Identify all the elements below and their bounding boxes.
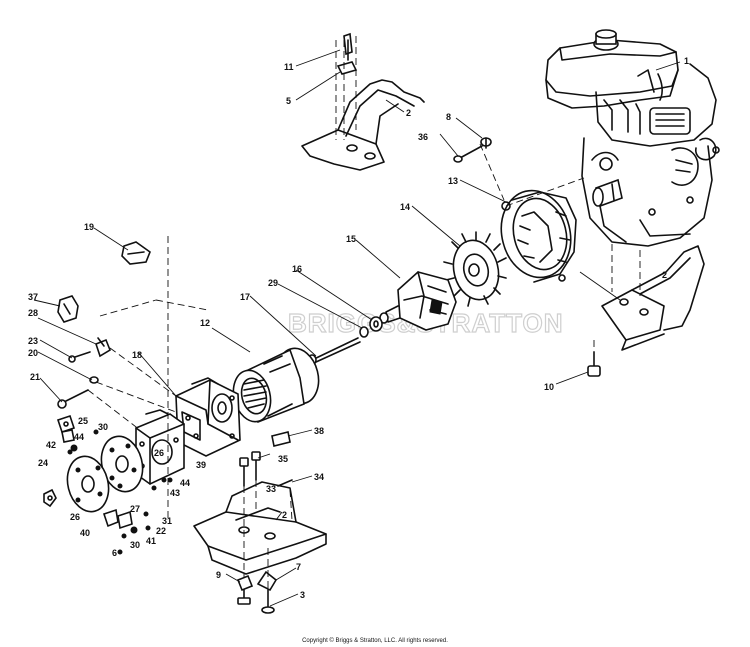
callout-35: 35 [278, 454, 288, 464]
callout-16: 16 [292, 264, 302, 274]
callout-43: 43 [170, 488, 180, 498]
callout-44-upper: 44 [74, 432, 84, 442]
callout-22: 22 [156, 526, 166, 536]
washer-part-16 [369, 316, 383, 332]
assembly-lines [87, 36, 641, 590]
callout-27: 27 [130, 504, 140, 514]
callout-5: 5 [286, 96, 291, 106]
cover-plate-part-24 [66, 455, 110, 513]
fan-part-14 [443, 231, 507, 307]
small-hardware-left [43, 295, 173, 555]
callout-29: 29 [268, 278, 278, 288]
engine-part-1 [545, 29, 720, 247]
callout-38: 38 [314, 426, 324, 436]
studs-parts-33-35-34 [239, 451, 293, 487]
callout-18: 18 [132, 350, 142, 360]
end-plate-part-26 [135, 409, 185, 485]
callout-20: 20 [28, 348, 38, 358]
callout-33: 33 [266, 484, 276, 494]
callout-2-right: 2 [662, 270, 667, 280]
screws-part-8-36 [453, 137, 492, 163]
callout-24: 24 [38, 458, 48, 468]
copyright-notice: Copyright © Briggs & Stratton, LLC. All … [302, 638, 448, 644]
washer-part-29 [359, 326, 369, 338]
callout-1: 1 [684, 56, 689, 66]
motor-part-15 [379, 271, 457, 331]
bottom-fasteners-9-7-3 [236, 570, 278, 614]
callout-3: 3 [300, 590, 305, 600]
clip-part-19 [121, 241, 151, 265]
callout-31: 31 [162, 516, 172, 526]
lower-bracket-bottom-part-2 [193, 481, 327, 575]
callout-11: 11 [284, 62, 294, 72]
callout-14: 14 [400, 202, 410, 212]
callout-6: 6 [112, 548, 117, 558]
callout-19: 19 [84, 222, 94, 232]
callout-26-clip: 26 [70, 512, 80, 522]
callout-34: 34 [314, 472, 324, 482]
callout-30-lower: 30 [130, 540, 140, 550]
callout-41: 41 [146, 536, 156, 546]
callout-36: 36 [418, 132, 428, 142]
callout-17: 17 [240, 292, 250, 302]
callout-44-lower: 44 [180, 478, 190, 488]
callout-42: 42 [46, 440, 56, 450]
bolt-part-17 [307, 337, 361, 366]
brush-plate-part-27 [100, 435, 144, 493]
stator-part-12 [232, 347, 320, 424]
callout-labels: 1 2 2 2 3 5 6 7 8 9 10 11 12 13 14 15 16… [28, 56, 689, 600]
callout-2-lower: 2 [282, 510, 287, 520]
fastener-parts-11-5 [336, 32, 358, 75]
upper-bracket-part-2 [301, 79, 425, 171]
lower-bracket-part-2 [601, 245, 705, 351]
callout-26-plate: 26 [154, 448, 164, 458]
callout-21: 21 [30, 372, 40, 382]
flywheel-housing-part-13 [500, 189, 577, 283]
callout-13: 13 [448, 176, 458, 186]
label-part-38 [271, 431, 291, 447]
end-frame-part-18 [175, 377, 241, 457]
callout-23: 23 [28, 336, 38, 346]
callout-28: 28 [28, 308, 38, 318]
callout-2-upper: 2 [406, 108, 411, 118]
callout-37: 37 [28, 292, 38, 302]
leader-lines [33, 49, 681, 607]
callout-9: 9 [216, 570, 221, 580]
callout-30-upper: 30 [98, 422, 108, 432]
callout-25: 25 [78, 416, 88, 426]
callout-39: 39 [196, 460, 206, 470]
callout-40: 40 [80, 528, 90, 538]
callout-15: 15 [346, 234, 356, 244]
callout-8: 8 [446, 112, 451, 122]
callout-7: 7 [296, 562, 301, 572]
callout-10: 10 [544, 382, 554, 392]
callout-12: 12 [200, 318, 210, 328]
